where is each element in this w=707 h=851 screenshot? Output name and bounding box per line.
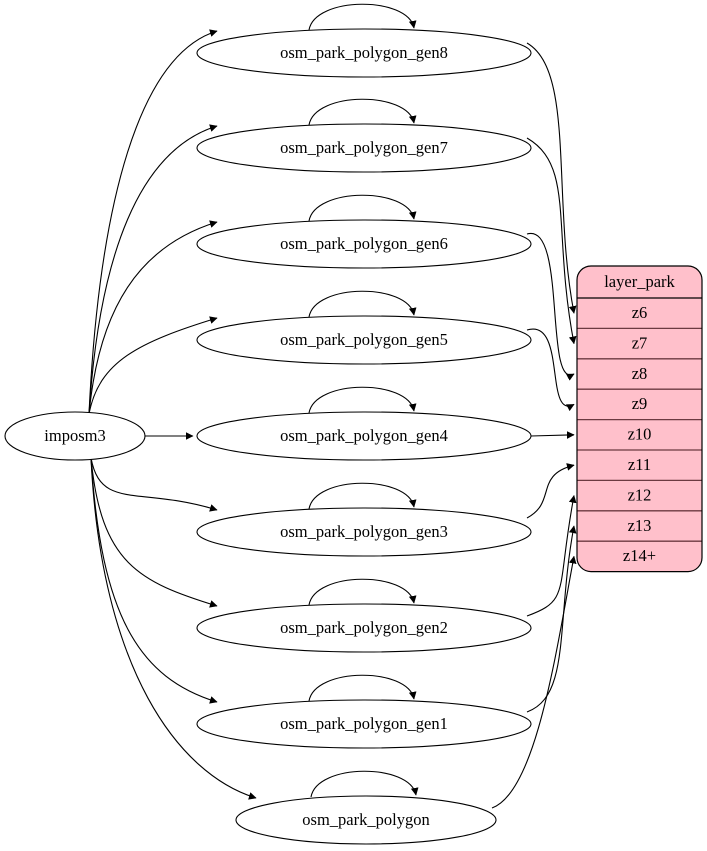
table-row-z9[interactable]: z9 xyxy=(632,394,648,413)
table-layer: layer_park z6 z7 z8 z9 z10 z11 z12 z13 z14+ xyxy=(576,265,703,573)
node-gen6-shape xyxy=(196,219,532,269)
edge-imposm3-to-gen5 xyxy=(88,316,218,415)
node-gen6-label: osm_park_polygon_gen6 xyxy=(280,234,448,253)
table-header-label: layer_park xyxy=(604,272,675,291)
table-row-z10[interactable]: z10 xyxy=(628,425,652,444)
node-gen8-label: osm_park_polygon_gen8 xyxy=(280,43,448,62)
node-gen4[interactable]: osm_park_polygon_gen4 xyxy=(196,411,532,461)
edge-gen2-to-z12 xyxy=(526,494,577,617)
table-row-z12[interactable]: z12 xyxy=(628,485,652,504)
node-gen2-label: osm_park_polygon_gen2 xyxy=(280,618,448,637)
node-gen3-label: osm_park_polygon_gen3 xyxy=(280,522,448,541)
table-row-z6[interactable]: z6 xyxy=(632,303,648,322)
node-base[interactable]: osm_park_polygon xyxy=(235,795,497,845)
node-gen5-shape xyxy=(196,315,532,365)
edge-self-loop-gen6 xyxy=(308,194,417,222)
node-gen2[interactable]: osm_park_polygon_gen2 xyxy=(196,603,532,653)
edge-imposm3-to-gen7 xyxy=(88,124,218,415)
edge-imposm3-to-gen1 xyxy=(90,457,218,704)
node-gen2-shape xyxy=(196,603,532,653)
node-gen3[interactable]: osm_park_polygon_gen3 xyxy=(196,507,532,557)
edge-imposm3-to-gen3 xyxy=(90,457,218,512)
node-gen3-shape xyxy=(196,507,532,557)
node-gen7-shape xyxy=(196,123,532,173)
node-gen1-label: osm_park_polygon_gen1 xyxy=(280,714,448,733)
table-row-z7[interactable]: z7 xyxy=(632,333,648,352)
node-gen8-shape xyxy=(196,28,532,78)
node-gen4-shape xyxy=(196,411,532,461)
node-base-label: osm_park_polygon xyxy=(302,810,429,829)
table-background xyxy=(577,266,702,572)
node-gen7[interactable]: osm_park_polygon_gen7 xyxy=(196,123,532,173)
node-imposm3-shape xyxy=(4,411,146,461)
table-row-z11[interactable]: z11 xyxy=(628,455,651,474)
edge-self-loop-gen1 xyxy=(308,674,417,702)
node-gen1[interactable]: osm_park_polygon_gen1 xyxy=(196,699,532,749)
node-gen6[interactable]: osm_park_polygon_gen6 xyxy=(196,219,532,269)
node-gen4-label: osm_park_polygon_gen4 xyxy=(280,426,448,445)
edge-self-loop-gen8 xyxy=(308,3,417,31)
node-imposm3-label: imposm3 xyxy=(44,426,105,445)
node-gen8[interactable]: osm_park_polygon_gen8 xyxy=(196,28,532,78)
node-imposm3[interactable]: imposm3 xyxy=(4,411,146,461)
node-gen5[interactable]: osm_park_polygon_gen5 xyxy=(196,315,532,365)
table-outline xyxy=(576,265,703,573)
table-row-z8[interactable]: z8 xyxy=(632,364,648,383)
edge-self-loop-gen2 xyxy=(308,578,417,606)
edge-imposm3-to-gen2 xyxy=(90,457,218,608)
table-row-z13[interactable]: z13 xyxy=(628,516,652,535)
layer-park-table[interactable]: layer_park z6 z7 z8 z9 z10 z11 z12 z13 z14+ xyxy=(576,265,703,573)
nodes-layer: imposm3 osm_park_polygon_gen8 osm_park_pol… xyxy=(4,28,532,845)
edge-gen3-to-z11 xyxy=(526,463,575,519)
edge-self-loop-gen5 xyxy=(308,290,417,318)
node-gen5-label: osm_park_polygon_gen5 xyxy=(280,330,448,349)
edge-gen1-to-z13 xyxy=(526,525,577,713)
edge-imposm3-to-gen8 xyxy=(88,29,218,415)
edge-gen7-to-z7 xyxy=(526,137,577,345)
node-gen1-shape xyxy=(196,699,532,749)
edge-gen6-to-z8 xyxy=(526,233,575,381)
edge-self-loop-base xyxy=(310,770,419,798)
edge-gen8-to-z6 xyxy=(526,42,577,314)
node-base-shape xyxy=(235,795,497,845)
edge-gen5-to-z9 xyxy=(526,328,575,412)
edge-self-loop-gen3 xyxy=(308,482,417,510)
edge-imposm3-to-gen6 xyxy=(88,220,218,415)
edge-imposm3-to-base xyxy=(90,457,257,800)
edges-layer xyxy=(88,3,577,809)
node-gen7-label: osm_park_polygon_gen7 xyxy=(280,138,448,157)
edge-gen4-to-z10 xyxy=(530,431,575,439)
edge-self-loop-gen7 xyxy=(308,98,417,126)
edge-base-to-z14+ xyxy=(491,555,577,809)
edge-self-loop-gen4 xyxy=(308,386,417,414)
table-row-z14+[interactable]: z14+ xyxy=(623,546,656,565)
